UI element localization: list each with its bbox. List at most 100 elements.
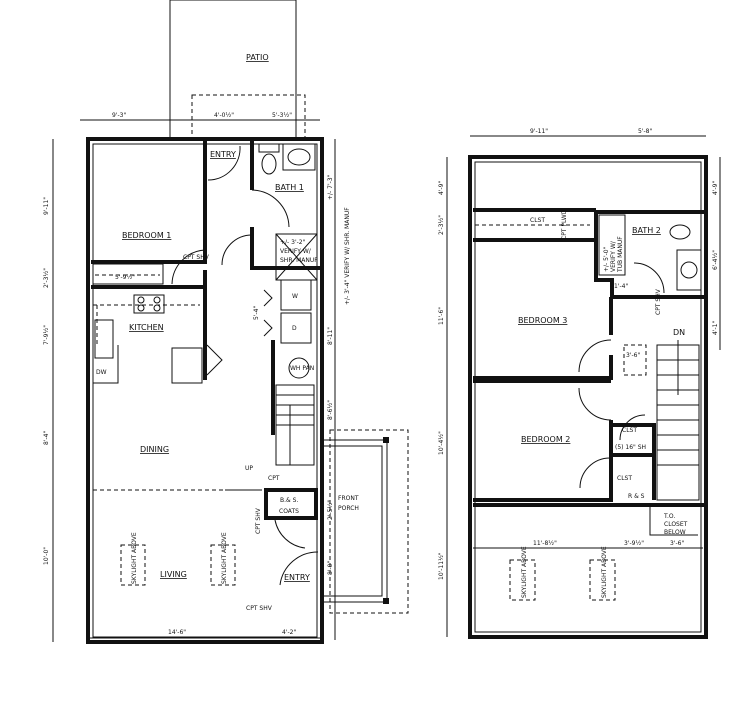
bedroom3-door-swing: [578, 339, 612, 373]
stair-down-label: DN: [673, 328, 685, 337]
dimension: 8'-4": [43, 431, 50, 445]
cpt-label: CPT: [268, 475, 280, 482]
bath1-door-swing: [251, 189, 290, 228]
upper-exterior-wall-inner: [474, 161, 702, 633]
burner: [153, 296, 161, 304]
room-label-closet: CLST: [622, 427, 637, 434]
sink-icon: [680, 261, 698, 279]
toilet-icon: [261, 153, 277, 175]
upper-floor-plan: CLST CPT PLWD +/- 5'-0" VERIFY W/ TUB MA…: [438, 128, 721, 639]
rear-entry-door-swing: [207, 145, 241, 181]
bedroom2-door-swing: [578, 387, 612, 421]
front-porch-roof: [329, 429, 409, 614]
shower-note-verify: VERIFY W/: [280, 248, 312, 255]
bedroom2-wall: [473, 420, 613, 502]
water-heater: [288, 357, 310, 379]
bedroom1-door-swing: [171, 249, 206, 285]
skylight-label: SKYLIGHT ABOVE: [601, 546, 608, 598]
dimension: 8'-11": [327, 327, 334, 345]
wh-pan-label: WH PAN: [290, 365, 314, 372]
upper-exterior-wall: [468, 155, 708, 639]
range: [133, 294, 165, 314]
room-label-closet: CLST: [617, 475, 632, 482]
cpt-plwd-note: CPT PLWD: [561, 209, 568, 240]
dimension: 3'-6": [670, 540, 684, 547]
closet-below: [649, 505, 698, 536]
coat-closet: [264, 488, 318, 520]
dimension: 2'-3½": [43, 268, 50, 288]
dimension: 5'-3½": [272, 112, 292, 119]
dimension: 4'-1": [712, 321, 719, 335]
bath2-wall: [594, 210, 704, 299]
skylight-outline: [589, 559, 616, 601]
dimension: 8'-0": [327, 561, 334, 575]
room-label-front: FRONT: [338, 495, 359, 502]
closet-door-swing: [619, 414, 646, 441]
main-dimensions: 9'-3" 4'-0½" 5'-3½" 9'-11" 2'-3½" 7'-9½"…: [43, 112, 351, 642]
dimension: 14'-6": [168, 629, 186, 636]
washer: [280, 279, 312, 311]
skylight-outline: [210, 544, 236, 586]
dimension: 4'-0½": [214, 112, 234, 119]
dimension: 5'-4": [253, 306, 260, 320]
porch-post: [383, 598, 389, 604]
dimension: 9'-3": [112, 112, 126, 119]
kitchen-sink: [94, 319, 114, 359]
room-label-rear-entry: ENTRY: [210, 150, 236, 159]
porch-post: [383, 437, 389, 443]
dimension: 11'-6": [438, 307, 445, 325]
closet-below-note: BELOW: [664, 529, 686, 536]
skylight-label: SKYLIGHT ABOVE: [221, 532, 228, 584]
stair-up-label: UP: [245, 465, 253, 472]
room-label-porch: PORCH: [338, 505, 359, 512]
dimension: 10'-4½": [438, 431, 445, 455]
washer-label: W: [292, 293, 298, 300]
skylight-label: SKYLIGHT ABOVE: [521, 546, 528, 598]
bath1-wall: [250, 139, 320, 270]
burner: [137, 296, 145, 304]
room-label-bedroom2: BEDROOM 2: [521, 435, 570, 444]
bedroom1-wall: [91, 139, 207, 264]
closet-walls: [611, 423, 656, 500]
room-label-closet: CLST: [530, 217, 545, 224]
skylight-outline: [509, 559, 536, 601]
cpt-shv-note: CPT SHV: [655, 288, 662, 315]
room-label-coats: COATS: [279, 508, 299, 515]
dimension: 8'-6½": [327, 400, 334, 420]
bathtub: [598, 214, 626, 276]
front-porch-rail: [322, 439, 388, 603]
tub-note-verify: VERIFY W/: [610, 240, 617, 272]
tub-note-manuf: TUB MANUF: [617, 236, 624, 273]
room-label-dining: DINING: [140, 445, 169, 454]
bedroom1-closet-shelf: [92, 263, 164, 285]
shower-note-size: +/- 3'-2": [280, 239, 306, 246]
closet-door-swing: [579, 457, 611, 489]
dimension: 6'-4½": [712, 250, 719, 270]
shelf-dim: 5'-9½": [115, 274, 135, 281]
front-door-swing: [279, 551, 319, 586]
dimension: 9'-11": [43, 197, 50, 215]
skylight-outline: [120, 544, 146, 586]
room-label-front-entry: ENTRY: [284, 573, 310, 582]
dimension: 4'-9": [438, 181, 445, 195]
shower-note-manuf: SHR. MANUF: [280, 257, 318, 264]
dimension: 3'-6": [626, 352, 640, 359]
vanity: [676, 249, 702, 291]
closet-below-note: T.O.: [663, 513, 675, 520]
rs-note: R & S: [628, 493, 645, 500]
linen-door-swing: [221, 234, 253, 266]
room-label-patio: PATIO: [246, 53, 269, 62]
dimension: 9'-11": [530, 128, 548, 135]
pantry-door: [206, 344, 223, 376]
dimension: 4'-9": [712, 181, 719, 195]
upper-cabinets: [93, 304, 200, 345]
main-floor-plan: PATIO +/- 3'-2" VERIFY W/ SHR. MANUF CPT…: [43, 0, 409, 644]
counter: [93, 345, 119, 384]
sink-icon: [287, 148, 311, 166]
burner: [137, 304, 145, 312]
room-label-bath1: BATH 1: [275, 183, 304, 192]
dimension: 2'-5½": [327, 500, 334, 520]
pantry-counter: [171, 347, 203, 384]
bath2-door-swing: [633, 262, 665, 294]
dimension: 1'-4": [614, 283, 628, 290]
